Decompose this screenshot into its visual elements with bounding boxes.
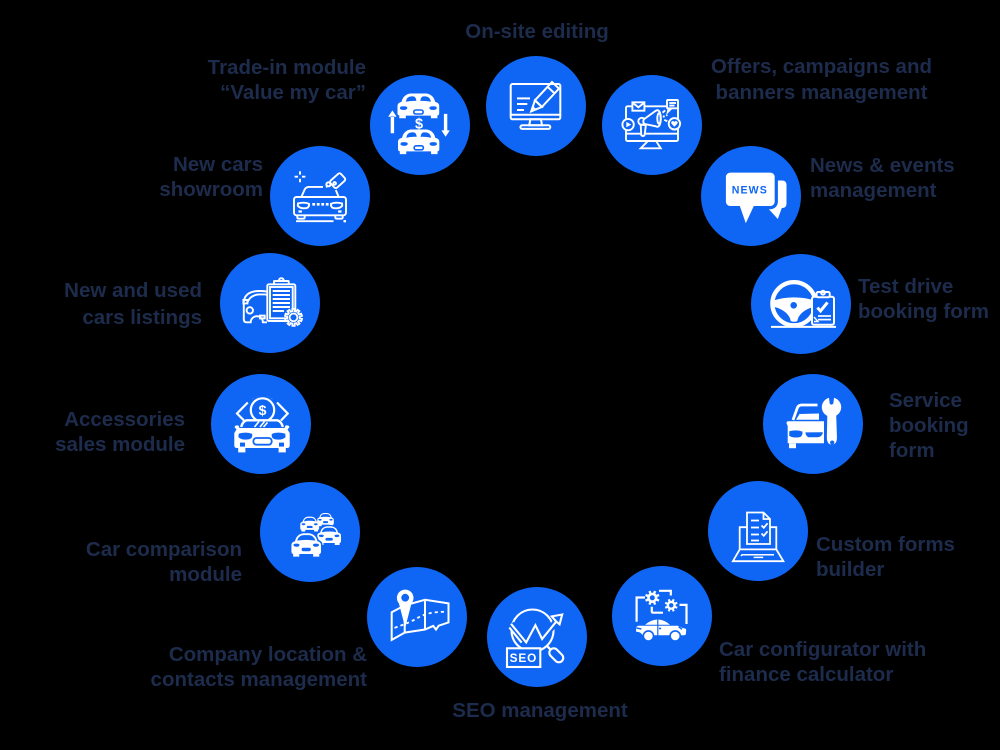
svg-text:NEWS: NEWS [732,184,768,196]
svg-text:$: $ [415,117,423,133]
svg-text:$: $ [259,402,267,418]
svg-text:SEO: SEO [510,651,538,665]
